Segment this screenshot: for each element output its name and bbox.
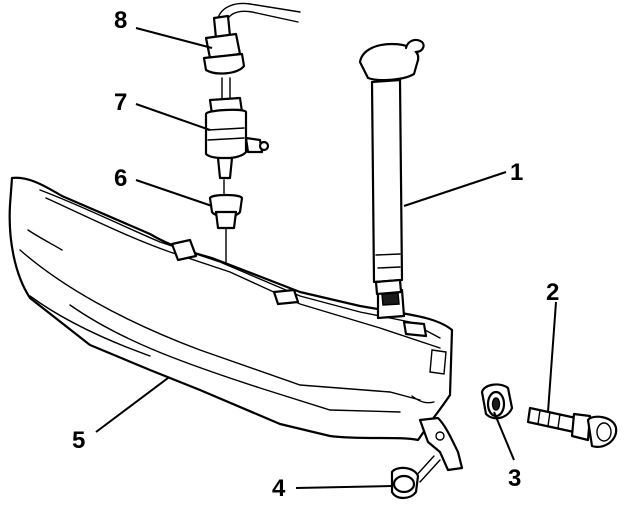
- washer-pump: [204, 77, 270, 180]
- leader-lines: [95, 27, 557, 489]
- leader-5: [95, 377, 169, 433]
- callout-8: 8: [114, 7, 127, 34]
- nut: [480, 383, 514, 420]
- callout-4: 4: [272, 475, 286, 502]
- hose-connector: [202, 2, 301, 75]
- leader-7: [135, 103, 211, 131]
- leader-8: [135, 27, 213, 49]
- leader-2: [547, 301, 557, 413]
- callout-5: 5: [72, 427, 85, 454]
- pump-grommet: [208, 179, 244, 263]
- callout-7: 7: [114, 89, 127, 116]
- leader-3: [493, 411, 515, 461]
- callout-6: 6: [114, 165, 127, 192]
- screw: [390, 455, 441, 500]
- bolt: [526, 406, 618, 448]
- filler-neck: [358, 38, 425, 296]
- leader-1: [403, 171, 507, 207]
- callout-3: 3: [508, 465, 521, 492]
- leader-4: [295, 485, 393, 489]
- callout-1: 1: [510, 159, 523, 186]
- callout-labels: 1 2 3 4 5 6 7 8: [72, 7, 559, 502]
- reservoir-tank: [8, 176, 464, 472]
- leader-6: [135, 179, 213, 207]
- callout-2: 2: [546, 279, 559, 306]
